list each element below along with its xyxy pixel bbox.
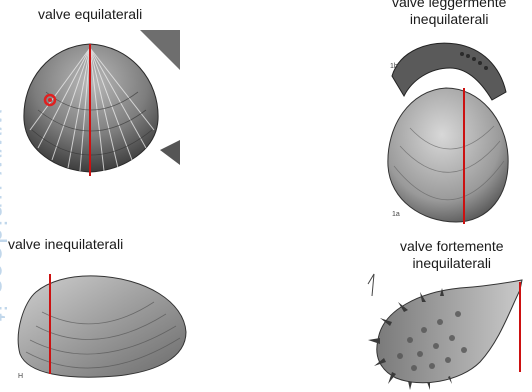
highlight-dot [43,93,57,107]
shell-equilateral-drawing [23,30,180,176]
shell-strongly-inequilateral-drawing [367,273,523,390]
shell-slightly-inequilateral-drawing: 1b 1a [387,42,509,224]
label-valve-inequilaterali: valve inequilaterali [8,236,124,252]
label-valve-leggermente-inequilaterali: valve leggermente inequilaterali [392,0,507,27]
label-valve-equilaterali: valve equilaterali [38,6,143,22]
shell-inequilateral-drawing: H [17,274,187,380]
shell-strongly-inequilateral [360,270,530,390]
shell-inequilateral: H [6,262,196,387]
fig-mark-1a: 1a [392,211,400,218]
shell-equilateral [10,30,180,180]
fig-mark-h: H [18,373,23,380]
label-valve-fortemente-inequilaterali: valve fortemente inequilaterali [400,238,504,271]
fig-mark-1b: 1b [390,63,398,70]
shell-slightly-inequilateral: 1b 1a [370,36,520,226]
